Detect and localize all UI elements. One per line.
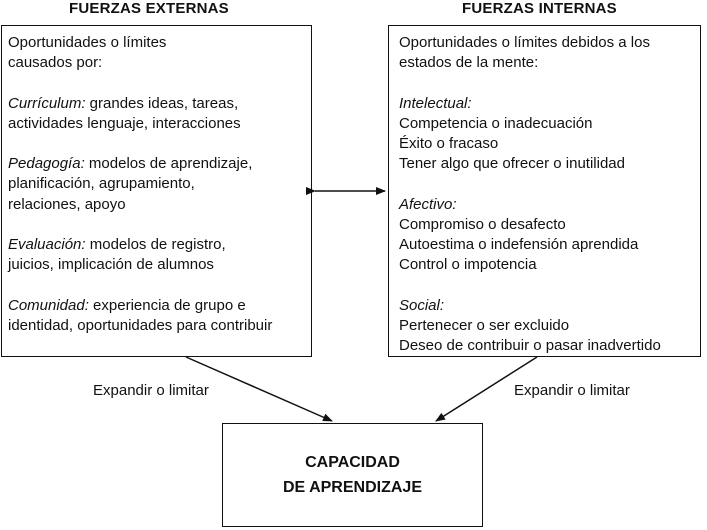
pedagogy-text-cont-2: relaciones, apoyo — [8, 195, 126, 213]
social-item-1: Pertenecer o ser excluido — [399, 316, 570, 334]
internal-intro-line-1: Oportunidades o límites debidos a los — [399, 34, 650, 51]
intellectual-item-2: Éxito o fracaso — [399, 135, 499, 152]
social-title: Social: — [399, 296, 445, 314]
community-line: Comunidad: experiencia de grupo e — [8, 296, 311, 316]
pedagogy-text-cont-1: planificación, agrupamiento, — [8, 175, 195, 193]
capacity-title-line-1: CAPACIDAD — [305, 454, 400, 471]
affective-item-3: Control o impotencia — [399, 256, 537, 274]
external-forces-heading: FUERZAS EXTERNAS — [69, 0, 229, 17]
left-arrow-to-capacity — [185, 356, 333, 422]
external-intro-line-2: causados por: — [8, 54, 103, 72]
community-text: experiencia de grupo e — [88, 296, 246, 314]
external-intro-line-1: Oportunidades o límites — [8, 34, 167, 51]
assessment-text: modelos de registro, — [85, 235, 226, 253]
assessment-title: Evaluación: — [8, 235, 86, 253]
intellectual-title: Intelectual: — [399, 94, 472, 112]
learning-capacity-box: CAPACIDAD DE APRENDIZAJE — [222, 423, 483, 527]
assessment-text-cont: juicios, implicación de alumnos — [8, 256, 214, 274]
right-arrow-to-capacity — [435, 356, 538, 422]
community-title: Comunidad: — [8, 296, 89, 314]
pedagogy-title: Pedagogía: — [8, 155, 85, 173]
affective-title: Afectivo: — [399, 195, 457, 213]
capacity-title-line-2: DE APRENDIZAJE — [283, 479, 422, 496]
internal-forces-box: Oportunidades o límites debidos a los es… — [388, 25, 701, 357]
curriculum-title: Currículum: — [8, 94, 86, 112]
external-forces-box: Oportunidades o límites causados por: Cu… — [1, 25, 312, 357]
left-arrow-label: Expandir o limitar — [93, 382, 209, 399]
community-text-cont: identidad, oportunidades para contribuir — [8, 316, 273, 334]
right-arrow-label: Expandir o limitar — [514, 382, 630, 399]
assessment-line: Evaluación: modelos de registro, — [8, 235, 311, 255]
external-forces-content: Oportunidades o límites causados por: Cu… — [8, 33, 311, 336]
curriculum-text: grandes ideas, tareas, — [85, 94, 239, 112]
internal-intro-line-2: estados de la mente: — [399, 54, 539, 72]
curriculum-text-cont: actividades lenguaje, interacciones — [8, 114, 241, 132]
intellectual-item-1: Competencia o inadecuación — [399, 114, 593, 132]
affective-item-1: Compromiso o desafecto — [399, 215, 566, 233]
pedagogy-line: Pedagogía: modelos de aprendizaje, — [8, 154, 311, 174]
intellectual-item-3: Tener algo que ofrecer o inutilidad — [399, 155, 625, 173]
internal-forces-heading: FUERZAS INTERNAS — [462, 0, 617, 17]
internal-forces-content: Oportunidades o límites debidos a los es… — [399, 33, 700, 356]
affective-item-2: Autoestima o indefensión aprendida — [399, 236, 639, 253]
pedagogy-text: modelos de aprendizaje, — [84, 155, 253, 173]
social-item-2: Deseo de contribuir o pasar inadvertido — [399, 337, 661, 354]
curriculum-line: Currículum: grandes ideas, tareas, — [8, 94, 311, 114]
